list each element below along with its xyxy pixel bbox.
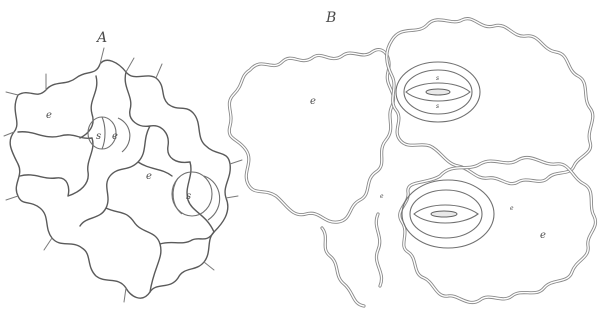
panel-a: A e s e s e xyxy=(4,30,242,302)
panel-a-stoma-2 xyxy=(172,172,220,220)
panel-b-label-s1: s xyxy=(436,75,439,82)
panel-b-stoma-top xyxy=(396,62,480,122)
panel-b-cell-left xyxy=(229,50,393,223)
panel-a-wall-stubs xyxy=(4,48,242,302)
panel-b-cell-top-right xyxy=(387,19,593,184)
panel-b-label-e4: e xyxy=(380,193,384,200)
panel-b-stoma-bottom xyxy=(402,180,494,248)
panel-b-title: B xyxy=(325,10,336,26)
panel-a-inner-walls xyxy=(18,72,214,292)
panel-b-label-e2: e xyxy=(540,230,546,241)
panel-a-label-e2: e xyxy=(146,171,152,182)
panel-b-label-e3: e xyxy=(510,205,514,212)
panel-b: B xyxy=(229,10,595,306)
panel-a-label-s2: s xyxy=(186,191,191,202)
panel-a-label-s1: s xyxy=(96,131,101,142)
panel-b-label-e1: e xyxy=(310,96,316,107)
panel-b-wall-fragments xyxy=(322,214,382,306)
panel-a-label-e1: e xyxy=(46,110,52,121)
panel-a-label-e3: e xyxy=(112,131,118,142)
panel-a-title: A xyxy=(95,30,107,46)
panel-b-label-s2: s xyxy=(436,103,439,110)
panel-a-stoma-1 xyxy=(88,117,130,152)
panel-a-outer-wall xyxy=(10,60,230,298)
